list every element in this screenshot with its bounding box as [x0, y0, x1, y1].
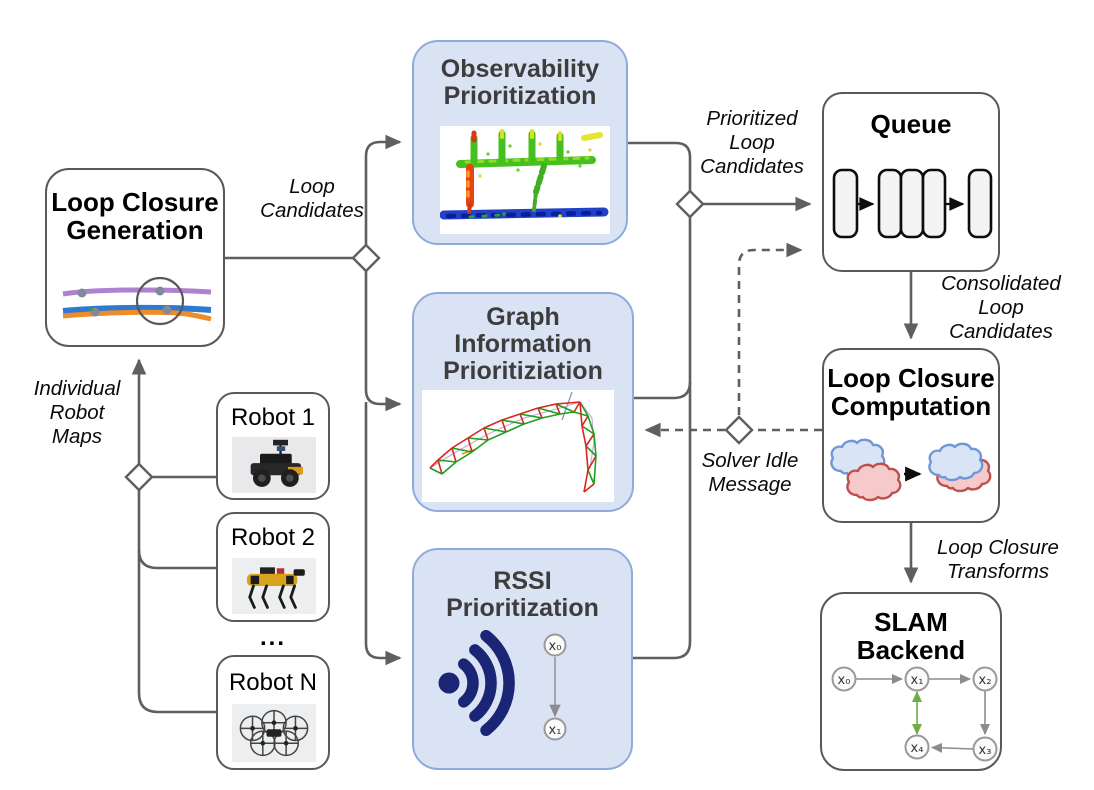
- edge-idle-to-queue: [737, 242, 803, 415]
- dashed-connectors: [644, 242, 822, 438]
- factor-node-label: x₁: [549, 723, 562, 738]
- edge-rssi-out: [632, 641, 692, 660]
- wheeled-robot-icon: [232, 437, 316, 493]
- title-line: Loop Closure: [51, 187, 219, 217]
- label-line: Loop: [978, 296, 1024, 319]
- edge-split-to-rssi: [364, 402, 402, 666]
- pointcloud-registration-icon: [830, 438, 992, 502]
- graph-information-title: Graph Information Prioritiziation: [414, 304, 632, 385]
- label-line: Loop: [289, 175, 335, 198]
- diamond-connector: [724, 415, 754, 445]
- robot1-label: Robot 1: [230, 404, 316, 431]
- factor-node-label: x₁: [911, 673, 924, 688]
- robot1-box: Robot 1: [216, 392, 330, 500]
- title-line: Information: [454, 330, 592, 358]
- diamond-connector: [124, 462, 154, 492]
- edge-graphinfo-out: [634, 381, 692, 400]
- label-line: Loop: [729, 131, 775, 154]
- slam-factor-graph: x₀ x₁ x₂ x₃ x₄: [831, 666, 998, 762]
- label-line: Candidates: [949, 320, 1053, 343]
- rssi-factor-graph: x₀ x₁: [543, 633, 567, 741]
- rssi-prioritization-box: RSSI Prioritization x₀ x₁: [412, 548, 633, 770]
- factor-node-label: x₂: [979, 673, 992, 688]
- slam-backend-box: SLAM Backend x₀ x₁ x₂ x₃: [820, 592, 1002, 771]
- multi-robot-map-image: [62, 276, 212, 326]
- pose-graph-image: [422, 390, 614, 502]
- rssi-content: x₀ x₁: [438, 629, 567, 741]
- edge-split-to-graphinfo: [364, 258, 402, 412]
- rssi-title: RSSI Prioritization: [414, 568, 631, 622]
- loop-closure-generation-box: Loop Closure Generation: [45, 168, 225, 347]
- factor-node-label: x₃: [979, 743, 992, 758]
- loop-closure-highlight-circle: [135, 276, 185, 326]
- robots-ellipsis: ...: [259, 624, 286, 651]
- slam-backend-title: SLAM Backend: [822, 608, 1000, 664]
- label-line: Message: [708, 473, 792, 496]
- robot1-photo: [232, 437, 316, 493]
- title-line: SLAM: [874, 607, 948, 637]
- label-loop-closure-transforms: Loop Closure Transforms: [922, 536, 1074, 584]
- queue-cells-icon: [832, 168, 993, 239]
- label-line: Individual: [33, 377, 121, 400]
- edge-robot2-join: [137, 549, 216, 570]
- title-line: Loop Closure: [827, 363, 995, 393]
- label-line: Candidates: [260, 199, 364, 222]
- loop-closure-generation-title: Loop Closure Generation: [47, 188, 223, 244]
- observability-pointcloud-image: [440, 126, 610, 234]
- robot-n-box: Robot N: [216, 655, 330, 770]
- loop-closure-computation-title: Loop Closure Computation: [824, 364, 998, 420]
- title-line: Prioritization: [446, 594, 599, 622]
- wifi-signal-icon: [438, 629, 515, 737]
- factor-node-label: x₀: [549, 639, 562, 654]
- observability-title: Observability Prioritization: [414, 56, 626, 110]
- title-line: Prioritization: [443, 82, 597, 110]
- robot-n-label: Robot N: [228, 669, 318, 696]
- edge-split-to-observability: [364, 134, 402, 258]
- graph-information-prioritization-box: Graph Information Prioritiziation: [412, 292, 634, 512]
- label-line: Solver Idle: [701, 449, 799, 472]
- label-line: Consolidated: [941, 272, 1061, 295]
- edge-robots-to-lcg: [131, 358, 218, 714]
- title-line: Prioritiziation: [443, 357, 603, 385]
- title-line: Observability: [440, 55, 600, 83]
- label-loop-candidates: Loop Candidates: [242, 175, 382, 223]
- label-individual-robot-maps: Individual Robot Maps: [12, 377, 142, 449]
- label-line: Candidates: [700, 155, 804, 178]
- title-line: Backend: [856, 635, 966, 666]
- factor-node-label: x₄: [911, 741, 924, 756]
- quadruped-robot-icon: [232, 558, 316, 614]
- queue-box: Queue: [822, 92, 1000, 272]
- label-solver-idle-message: Solver Idle Message: [686, 449, 814, 497]
- title-line: Generation: [66, 215, 204, 246]
- title-line: Computation: [830, 391, 992, 422]
- robot-n-photo: [232, 704, 316, 762]
- diamond-connector: [351, 243, 381, 273]
- edge-observability-out: [628, 141, 692, 642]
- queue-title: Queue: [870, 109, 952, 139]
- label-consolidated-loop-candidates: Consolidated Loop Candidates: [933, 272, 1069, 344]
- diamond-connector: [675, 189, 705, 219]
- title-line: RSSI: [493, 567, 552, 595]
- label-prioritized-loop-candidates: Prioritized Loop Candidates: [688, 107, 816, 179]
- diamond-junctions: [124, 189, 754, 492]
- observability-prioritization-box: Observability Prioritization: [412, 40, 628, 245]
- title-line: Graph: [486, 303, 560, 331]
- label-line: Robot: [49, 401, 105, 424]
- label-line: Maps: [51, 425, 103, 448]
- label-line: Prioritized: [706, 107, 798, 130]
- label-line: Transforms: [946, 560, 1050, 583]
- label-line: Loop Closure: [937, 536, 1059, 559]
- factor-node-label: x₀: [838, 673, 851, 688]
- robot2-box: Robot 2: [216, 512, 330, 622]
- robot2-label: Robot 2: [230, 524, 316, 551]
- robot2-photo: [232, 558, 316, 614]
- loop-closure-computation-box: Loop Closure Computation: [822, 348, 1000, 523]
- caged-drone-icon: [232, 704, 316, 762]
